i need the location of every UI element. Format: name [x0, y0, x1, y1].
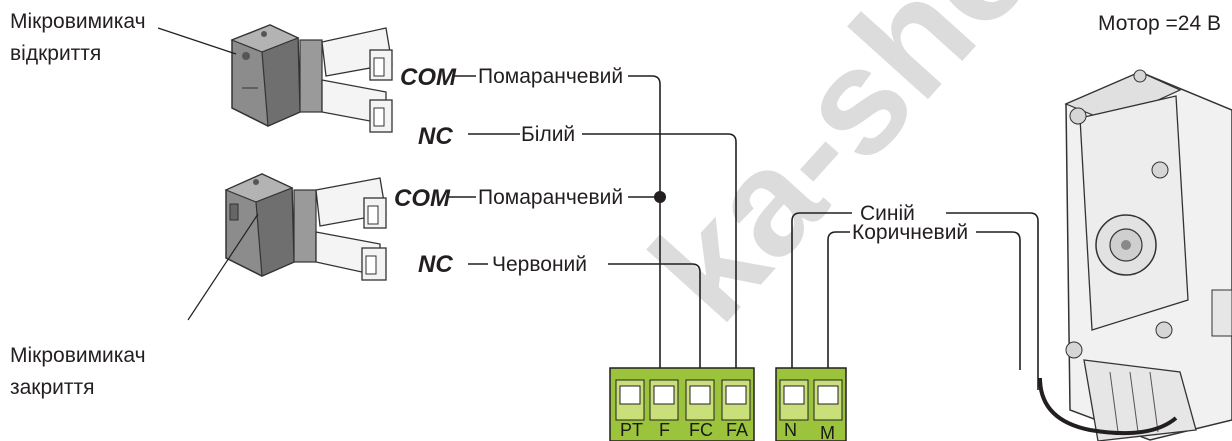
com2-tag: COM	[394, 185, 451, 212]
terminal-pt-label: PT	[620, 420, 643, 440]
motor	[1038, 69, 1232, 441]
nc2-wire	[608, 263, 706, 402]
terminal-block-motor: N M	[775, 367, 847, 441]
terminal-fc-label: FC	[689, 420, 713, 440]
motor-m-wire-tail	[976, 231, 1021, 370]
switch-close-caption-2: закриття	[10, 376, 95, 399]
motor-n-color-label: Синій	[860, 202, 915, 225]
microswitch-open	[230, 24, 393, 133]
motor-m-color-label: Коричневий	[852, 221, 968, 244]
terminal-f	[649, 379, 679, 421]
switch-close-caption-1: Мікровимикач	[10, 344, 146, 367]
microswitch-close	[224, 173, 387, 281]
terminal-pt	[615, 379, 645, 421]
open-leader-line	[157, 27, 237, 55]
terminal-block-limit: PT F FC FA	[609, 367, 755, 441]
com2-color-label: Помаранчевий	[478, 186, 623, 209]
terminal-m-label: M	[820, 423, 835, 441]
com1-color-label: Помаранчевий	[478, 65, 623, 88]
nc2-color-label: Червоний	[492, 253, 587, 276]
close-leader-line	[187, 213, 259, 321]
terminal-fc	[685, 379, 715, 421]
com1-wire	[628, 75, 666, 402]
terminal-m	[813, 379, 843, 421]
switch-open-caption-2: відкриття	[10, 42, 101, 65]
switch-open-caption-1: Мікровимикач	[10, 10, 146, 33]
com1-tag: COM	[400, 64, 457, 91]
motor-label: Мотор =24 В	[1098, 12, 1221, 35]
terminal-n-label: N	[784, 420, 797, 440]
nc1-tag: NC	[418, 123, 453, 150]
nc2-tag: NC	[418, 251, 453, 278]
nc1-wire	[582, 133, 742, 402]
terminal-fa	[721, 379, 751, 421]
motor-n-wire-tail	[946, 212, 1039, 390]
nc1-color-label: Білий	[521, 123, 575, 146]
motor-n-wire	[786, 212, 852, 402]
terminal-f-label: F	[659, 420, 670, 440]
motor-m-wire	[822, 231, 850, 402]
watermark: ka-shop	[619, 0, 1129, 351]
terminal-n	[779, 379, 809, 421]
com-junction-dot	[654, 191, 666, 203]
terminal-fa-label: FA	[726, 420, 748, 440]
